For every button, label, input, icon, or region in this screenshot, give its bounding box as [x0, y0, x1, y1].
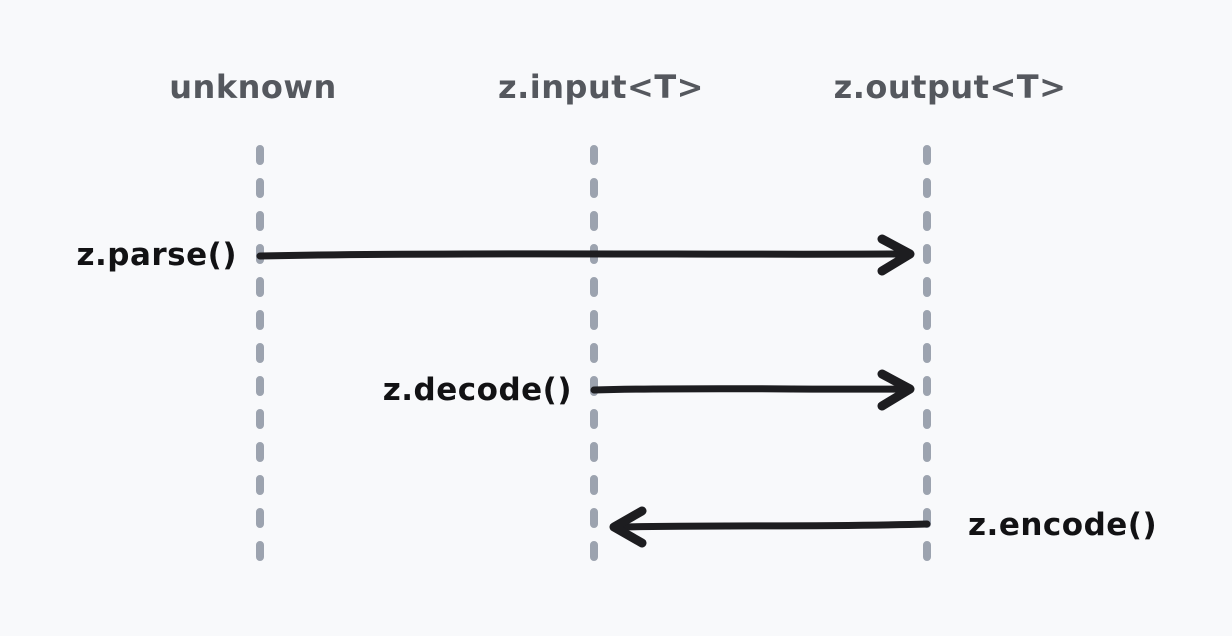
lifeline-label-input: z.input<T>	[498, 68, 704, 106]
message-arrow-decode	[590, 369, 915, 411]
encode-arrowhead-left-icon	[609, 506, 647, 548]
message-label-parse: z.parse()	[76, 237, 237, 273]
message-label-encode: z.encode()	[968, 507, 1158, 543]
lifeline-label-output: z.output<T>	[833, 68, 1067, 106]
encode-arrow-shaft	[617, 520, 931, 531]
message-label-decode: z.decode()	[382, 372, 572, 408]
parse-arrowhead-right-icon	[877, 234, 915, 276]
decode-arrowhead-right-icon	[877, 369, 915, 411]
decode-arrow-shaft	[590, 385, 907, 394]
message-arrow-parse	[256, 234, 915, 276]
message-arrow-encode	[609, 506, 931, 548]
lifeline-label-unknown: unknown	[169, 68, 337, 106]
parse-arrow-shaft	[256, 250, 907, 260]
